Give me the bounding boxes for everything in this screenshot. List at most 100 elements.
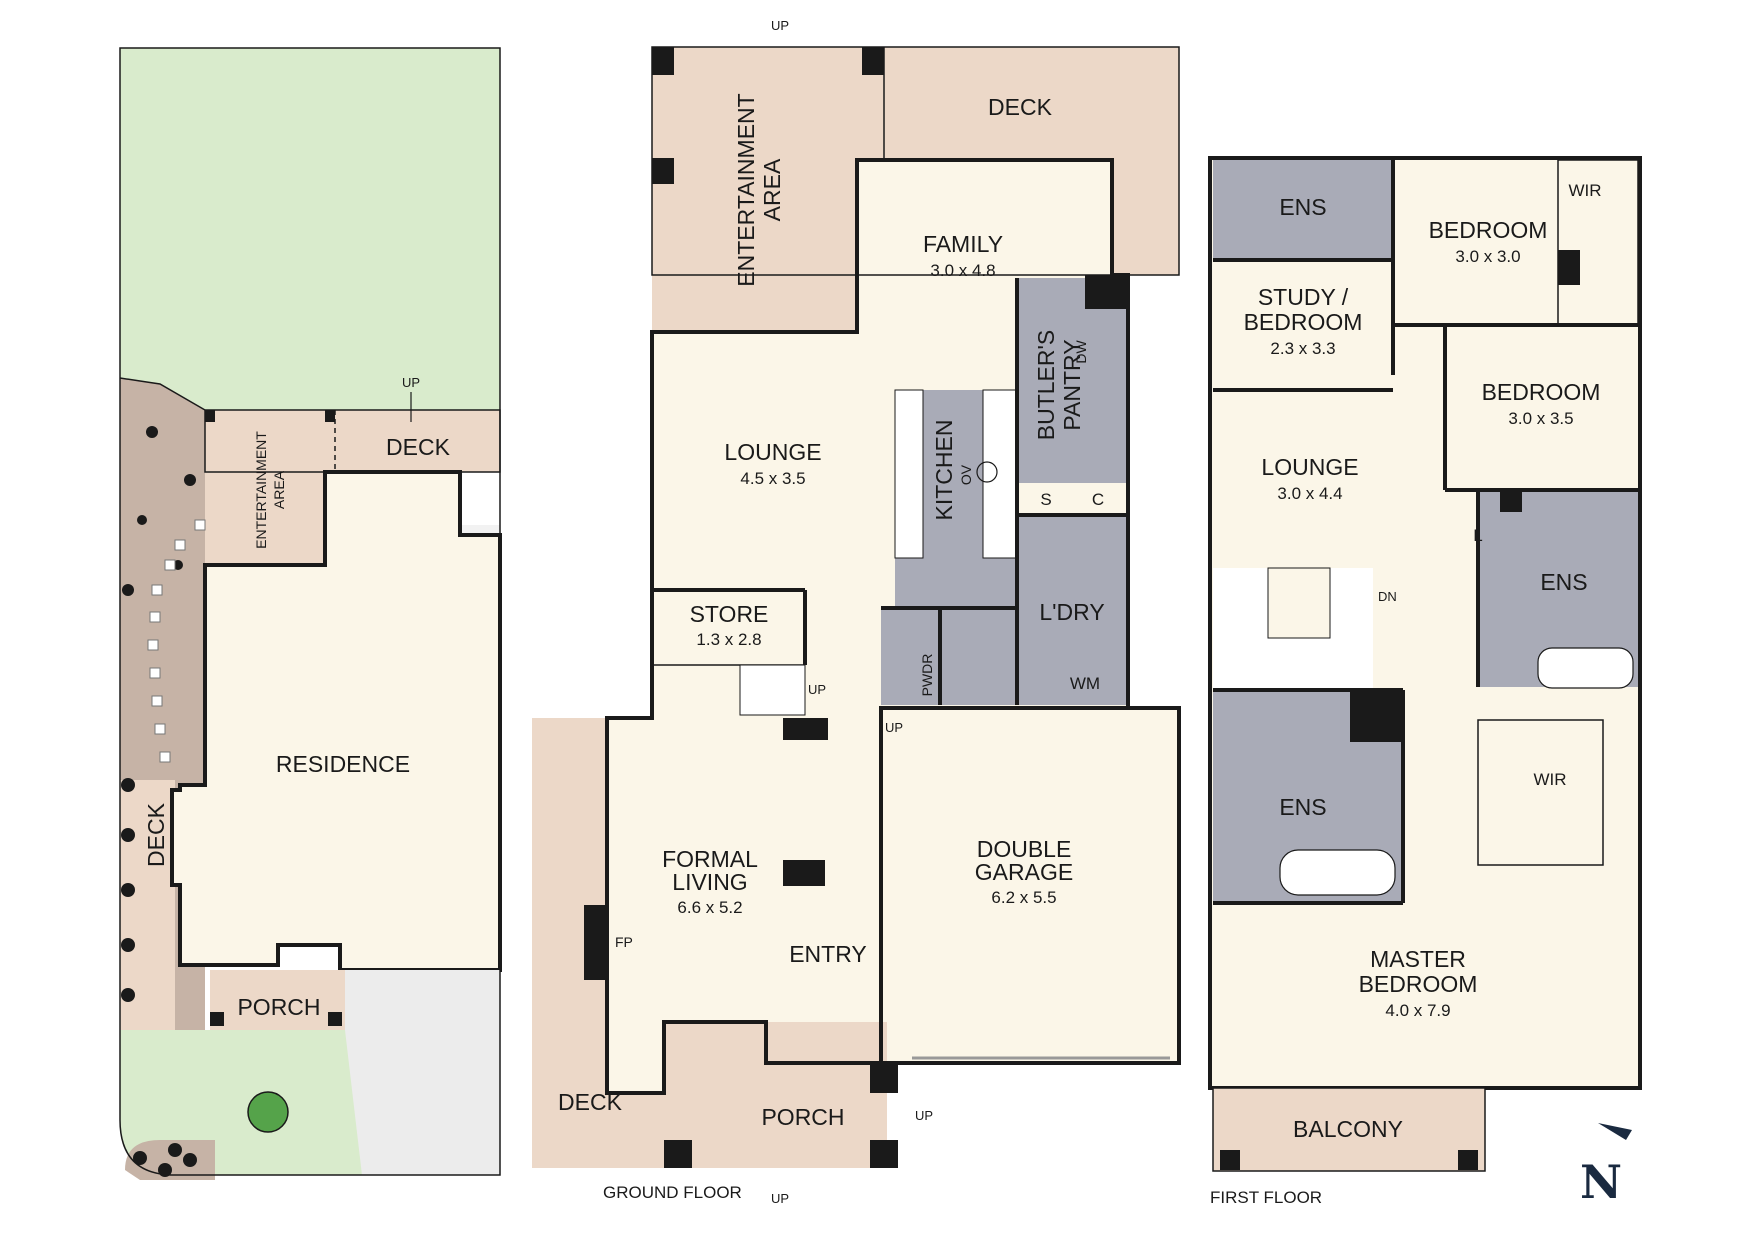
- ff-column: [1558, 250, 1580, 285]
- ground-floor-title: GROUND FLOOR: [603, 1183, 742, 1202]
- gf-butlers-pantry: [1017, 278, 1128, 483]
- ff-study-label-2: BEDROOM: [1244, 309, 1363, 335]
- gf-double-garage: [881, 708, 1179, 1063]
- gf-s-label: S: [1040, 490, 1051, 509]
- ff-lounge-dim: 3.0 x 4.4: [1277, 484, 1342, 503]
- post: [1220, 1150, 1240, 1170]
- gf-wm-label: WM: [1070, 674, 1100, 693]
- residence-label: RESIDENCE: [276, 751, 410, 777]
- north-compass: N: [1580, 1123, 1632, 1209]
- ff-bedroom-top-label: BEDROOM: [1429, 217, 1548, 243]
- ff-bedroom-mid-label: BEDROOM: [1482, 379, 1601, 405]
- ff-column: [1500, 490, 1522, 512]
- post: [664, 1140, 692, 1168]
- ff-master-label-1: MASTER: [1370, 946, 1466, 972]
- site-porch-label: PORCH: [237, 994, 320, 1020]
- gf-entertainment-label-2: AREA: [759, 158, 785, 221]
- garden-edge: [119, 377, 206, 411]
- gf-up-stairs: UP: [808, 682, 826, 697]
- post: [1458, 1150, 1478, 1170]
- gf-fireplace: [584, 905, 608, 980]
- gf-garage-walls: [879, 706, 1181, 1065]
- ff-ens-top: [1213, 160, 1393, 260]
- gf-powder: [881, 608, 1017, 705]
- gf-butlers-label-2: PANTRY: [1059, 339, 1085, 430]
- north-arrow-icon: [1598, 1123, 1632, 1140]
- site-entertainment-label-2: AREA: [271, 470, 287, 509]
- post: [652, 158, 674, 184]
- post: [328, 1012, 342, 1026]
- backyard-lawn: [120, 48, 500, 418]
- ff-dn-label: DN: [1378, 589, 1397, 604]
- gf-column-living: [783, 860, 825, 886]
- gf-family-dim: 3.0 x 4.8: [930, 261, 995, 280]
- site-deck-label: DECK: [386, 434, 451, 460]
- ff-column: [1350, 690, 1403, 742]
- ff-balcony: [1213, 1088, 1485, 1171]
- garden-shrubs: [121, 426, 197, 1177]
- gf-garage-label-1: DOUBLE: [977, 836, 1072, 862]
- north-label: N: [1580, 1155, 1622, 1209]
- gf-entry-label: ENTRY: [789, 941, 867, 967]
- site-porch: [210, 970, 345, 1030]
- residence-footprint: [172, 472, 500, 970]
- gf-cooktop: [976, 461, 998, 483]
- post: [862, 47, 884, 75]
- site-boundary: [119, 47, 501, 1176]
- gf-deck-label: DECK: [988, 94, 1053, 120]
- ff-master-dim: 4.0 x 7.9: [1385, 1001, 1450, 1020]
- gf-family-label: FAMILY: [923, 231, 1003, 257]
- driveway: [300, 970, 500, 1175]
- ff-study-label-1: STUDY /: [1258, 284, 1349, 310]
- gf-entertainment-label-1: ENTERTAINMENT: [733, 93, 759, 286]
- site-deck-outline: [204, 409, 501, 473]
- gf-s-c-cupboards: [1017, 483, 1128, 515]
- ff-bath-right: [1537, 647, 1634, 689]
- ff-study-dim: 2.3 x 3.3: [1270, 339, 1335, 358]
- gf-garage-dim: 6.2 x 5.5: [991, 888, 1056, 907]
- gf-lounge-dim: 4.5 x 3.5: [740, 469, 805, 488]
- gf-island-bench: [894, 389, 924, 559]
- gf-stair-post: [783, 718, 828, 740]
- post: [205, 410, 215, 422]
- gf-pwdr-label: PWDR: [919, 654, 935, 697]
- gf-store-label: STORE: [690, 601, 769, 627]
- ff-wir-mid-label: WIR: [1533, 770, 1566, 789]
- ff-wir-top-label: WIR: [1568, 181, 1601, 200]
- gf-up-top: UP: [771, 18, 789, 33]
- post: [870, 1065, 898, 1093]
- gf-up-garage: UP: [885, 720, 903, 735]
- gf-formal-dim: 6.6 x 5.2: [677, 898, 742, 917]
- gf-formal-label-2: LIVING: [672, 869, 747, 895]
- gf-dw-label: DW: [1073, 340, 1089, 364]
- gf-deck-top: [884, 47, 1179, 160]
- gf-fp-label: FP: [615, 934, 633, 950]
- site-entertainment-area: [205, 410, 325, 565]
- ff-balcony-label: BALCONY: [1293, 1116, 1403, 1142]
- post: [870, 1140, 898, 1168]
- gf-lounge-label: LOUNGE: [724, 439, 821, 465]
- site-up-label: UP: [402, 375, 420, 390]
- ff-lounge-label: LOUNGE: [1261, 454, 1358, 480]
- ff-master-label-2: BEDROOM: [1359, 971, 1478, 997]
- gf-kitchen-bench: [982, 389, 1018, 559]
- front-tree: [247, 1091, 289, 1133]
- gf-ov-label: OV: [958, 464, 974, 485]
- post: [652, 47, 674, 75]
- ff-ens-right-label: ENS: [1540, 569, 1587, 595]
- ff-wir-mid-outline: [1477, 719, 1604, 866]
- gf-porch: [664, 1022, 887, 1168]
- stepping-stones: [147, 519, 206, 763]
- gf-porch-label: PORCH: [761, 1104, 844, 1130]
- gf-store-dim: 1.3 x 2.8: [696, 630, 761, 649]
- gf-c-label: C: [1092, 490, 1104, 509]
- gf-deck-side: [1112, 160, 1179, 275]
- ff-stairs: [1267, 567, 1331, 639]
- ff-ens-left-label: ENS: [1279, 794, 1326, 820]
- post: [325, 410, 335, 422]
- gf-column: [1085, 275, 1128, 309]
- gf-butlers-label-1: BUTLER'S: [1033, 330, 1059, 440]
- gf-side-deck-label: DECK: [558, 1089, 623, 1115]
- ff-balcony-outline: [1212, 1087, 1486, 1172]
